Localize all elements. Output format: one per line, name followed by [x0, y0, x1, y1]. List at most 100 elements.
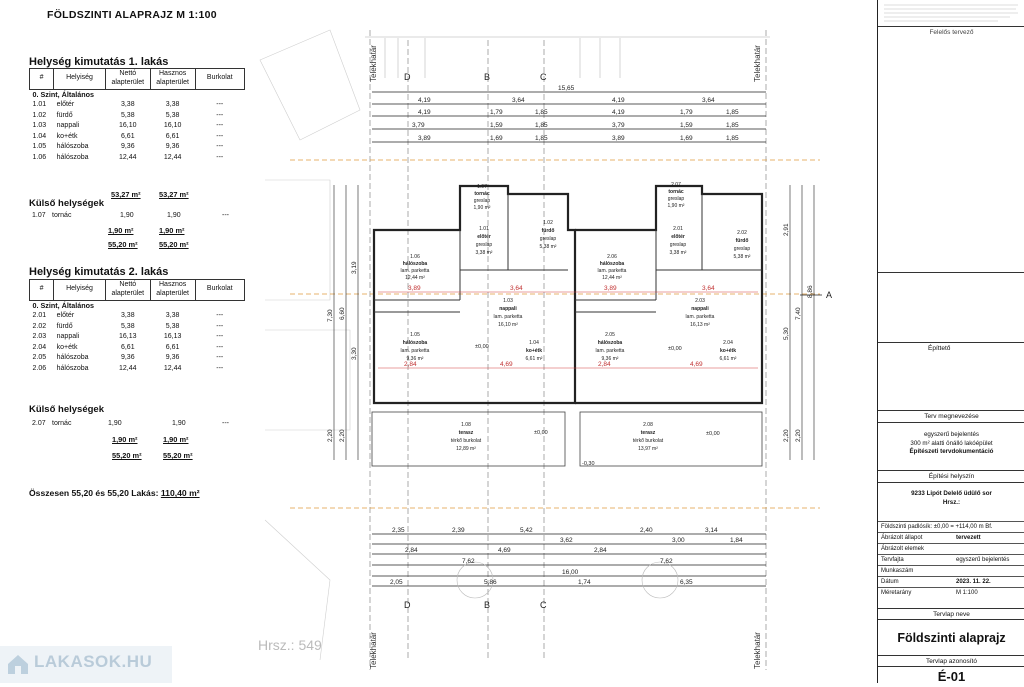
property-lines: [369, 30, 767, 670]
cell-name: előtér: [56, 101, 75, 109]
svg-text:1.04: 1.04: [529, 340, 539, 346]
outer-useful: 1,90: [167, 212, 181, 219]
col-finish: Burkolat: [194, 279, 246, 301]
apartment2-outer-total-useful: 1,90 m²: [163, 435, 189, 444]
svg-text:greslap: greslap: [670, 242, 687, 248]
svg-text:2.04: 2.04: [723, 340, 733, 346]
svg-text:hálószoba: hálószoba: [598, 340, 623, 346]
dim: 4,19: [418, 109, 431, 116]
field-label: Tervfajta: [881, 557, 904, 563]
designer-fine-print: [884, 4, 1018, 22]
cell-useful: 6,61: [165, 132, 180, 140]
dim: 16,00: [562, 569, 579, 576]
apartment1-subtotal-useful: 53,27 m²: [159, 190, 189, 199]
dim: 7,62: [462, 558, 475, 565]
field-value: 2023. 11. 22.: [956, 579, 991, 585]
dim: 1,85: [535, 122, 548, 129]
side-dimension-texts: 7,30 6,60 3,19 3,30 2,20 2,20 2,91 8,86 …: [327, 223, 814, 442]
fence-hatch: [365, 36, 770, 78]
apartment2-total-useful: 55,20 m²: [163, 451, 193, 460]
svg-text:13,97 m²: 13,97 m²: [638, 446, 658, 452]
grand-total-value: 110,40 m²: [160, 488, 200, 498]
cell-finish: ---: [216, 122, 224, 130]
dim: 2,39: [452, 527, 465, 534]
svg-text:lam. parketta: lam. parketta: [598, 268, 627, 274]
svg-text:terasz: terasz: [641, 430, 656, 436]
svg-text:9,36 m²: 9,36 m²: [407, 356, 424, 362]
cell-useful: 5,38: [165, 322, 180, 330]
boundary-label-bottom-right: Telekhatár: [753, 632, 762, 669]
plan-name-label: Terv megnevezése: [878, 410, 1024, 422]
grid-label-d-bottom: D: [404, 600, 411, 610]
cell-useful: 3,38: [165, 101, 180, 109]
svg-text:6,61 m²: 6,61 m²: [720, 356, 737, 362]
cell-no: 1.02: [32, 111, 47, 119]
cell-net: 12,44: [119, 154, 137, 162]
top-dimension-lines: [372, 91, 766, 143]
builder-label: Építtető: [928, 345, 951, 352]
cell-no: 2.02: [32, 322, 47, 330]
cell-no: 2.04: [32, 343, 47, 351]
svg-text:greslap: greslap: [540, 236, 557, 242]
apartment1-heading: Helység kimutatás 1. lakás: [29, 56, 169, 68]
dim: 1,69: [680, 135, 693, 142]
level-note: Földszinti padlósík: ±0,00 = +114,00 m B…: [881, 524, 993, 530]
cell-finish: ---: [216, 354, 224, 362]
dim: 3,62: [560, 537, 573, 544]
site-background: [259, 29, 361, 661]
svg-text:2.08: 2.08: [643, 422, 653, 428]
cell-useful: 12,44: [163, 154, 182, 162]
side-dimension-lines: [333, 185, 815, 460]
dim: 3,64: [702, 97, 715, 104]
cell-name: hálószoba: [56, 354, 89, 362]
field-label: Ábrázolt állapot: [881, 535, 923, 541]
level-terrace-unit2: ±0,00: [706, 431, 720, 437]
dim: 2,84: [404, 361, 417, 368]
svg-text:terasz: terasz: [459, 430, 474, 436]
dim: 2,84: [598, 361, 611, 368]
dim: 3,79: [412, 122, 425, 129]
svg-text:2.01: 2.01: [673, 226, 683, 232]
svg-text:1,90 m²: 1,90 m²: [474, 205, 491, 211]
svg-text:lam. parketta: lam. parketta: [596, 348, 625, 354]
svg-text:greslap: greslap: [668, 196, 685, 202]
svg-text:12,89 m²: 12,89 m²: [456, 446, 476, 452]
reference-lines: [290, 159, 820, 509]
cell-net: 16,13: [119, 333, 137, 341]
cell-net: 6,61: [120, 132, 135, 140]
svg-text:ko+étk: ko+étk: [720, 348, 736, 354]
grid-label-b-bottom: B: [484, 600, 490, 610]
cell-no: 2.03: [32, 333, 47, 341]
svg-text:térkő burkolat: térkő burkolat: [633, 438, 664, 444]
svg-text:hálószoba: hálószoba: [403, 261, 428, 267]
svg-text:előtér: előtér: [671, 234, 685, 240]
outer-name: tornác: [52, 420, 72, 427]
dim: 3,89: [604, 285, 617, 292]
dim: 1,84: [730, 537, 743, 544]
dim: 4,69: [498, 547, 511, 554]
col-no: #: [28, 279, 55, 301]
cell-no: 2.06: [32, 365, 47, 373]
level-marks: ±0,00 ±0,00 ±0,00 ±0,00 -0,30: [475, 344, 720, 467]
cell-no: 1.04: [32, 132, 47, 140]
col-net: Nettó alapterület: [104, 68, 151, 90]
apartment1-outer-heading: Külső helységek: [29, 198, 104, 209]
dim: 1,85: [726, 109, 739, 116]
apartment1-total-useful: 55,20 m²: [159, 240, 189, 249]
field-value: M 1:100: [956, 590, 978, 596]
boundary-label-bottom-left: Telekhatár: [369, 632, 378, 669]
svg-text:tornác: tornác: [474, 191, 490, 197]
apartment2-total-net: 55,20 m²: [112, 451, 142, 460]
dim: 2,20: [327, 429, 334, 442]
cell-name: fürdő: [56, 111, 73, 119]
grand-total: Összesen 55,20 és 55,20 Lakás: 110,40 m²: [29, 488, 200, 498]
plan-id: É-01: [878, 666, 1024, 684]
cell-finish: ---: [216, 322, 224, 330]
